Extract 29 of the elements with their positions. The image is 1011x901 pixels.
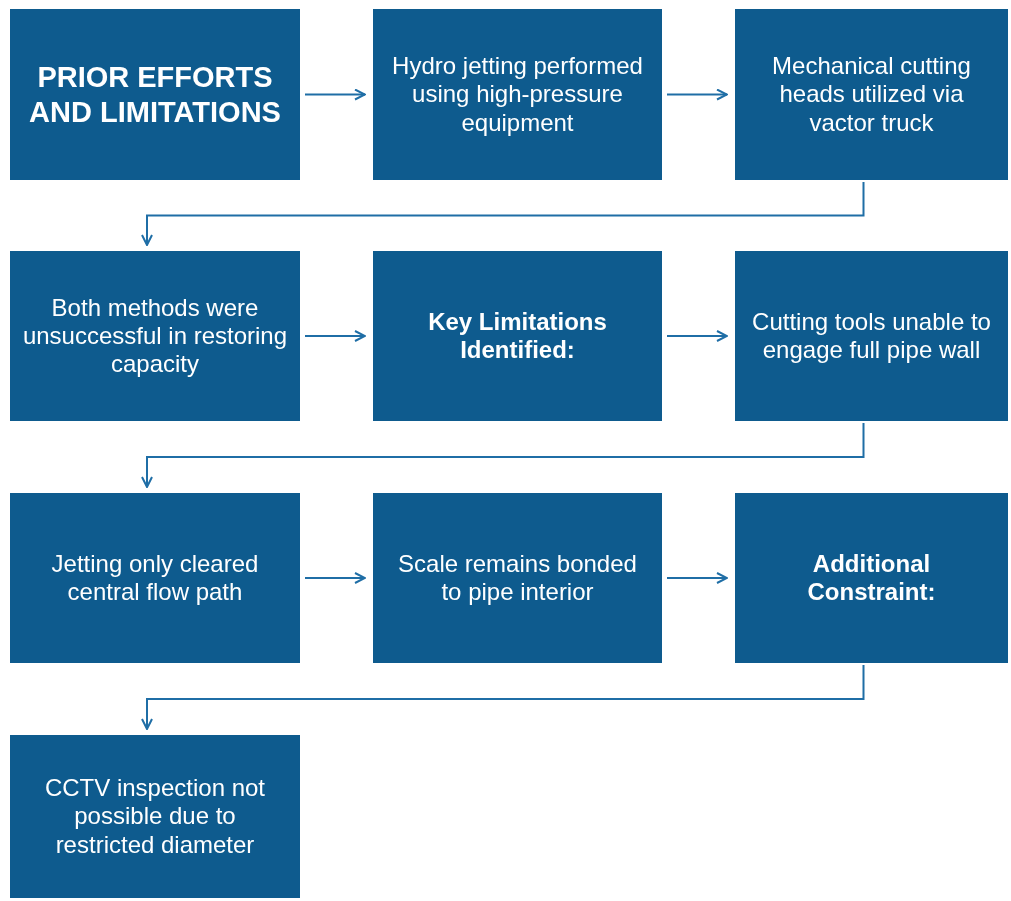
process-box [373,251,662,421]
process-box [735,251,1008,421]
arrow [141,664,865,730]
box-text: Key Limitations Identified: [427,307,608,365]
box-text: CCTV inspection not possible due to restricted diameter [43,774,267,859]
box-text: Cutting tools unable to engage full pipe wall [751,307,992,365]
box-text: Scale remains bonded to pipe interior [397,549,638,607]
box-text: Additional Constraint: [806,549,937,607]
arrow [666,572,728,584]
process-box [10,251,300,421]
arrow [141,181,865,246]
process-box [10,735,300,898]
box-text: Jetting only cleared central flow path [50,549,260,607]
process-box [735,9,1008,180]
process-box [373,493,662,663]
arrow [304,330,366,342]
box-text: Mechanical cutting heads utilized via vactor truck [771,52,972,137]
process-box [10,493,300,663]
process-box [373,9,662,180]
process-box [735,493,1008,663]
box-text: Both methods were unsuccessful in restoring capacity [22,293,288,379]
arrow [304,88,366,101]
process-box [10,9,300,180]
arrow [666,330,728,342]
box-text: Hydro jetting performed using high-pressure equipment [391,52,644,137]
arrow [666,88,728,101]
arrow [304,572,366,584]
arrow [141,422,865,488]
box-text: PRIOR EFFORTS AND LIMITATIONS [28,59,282,130]
